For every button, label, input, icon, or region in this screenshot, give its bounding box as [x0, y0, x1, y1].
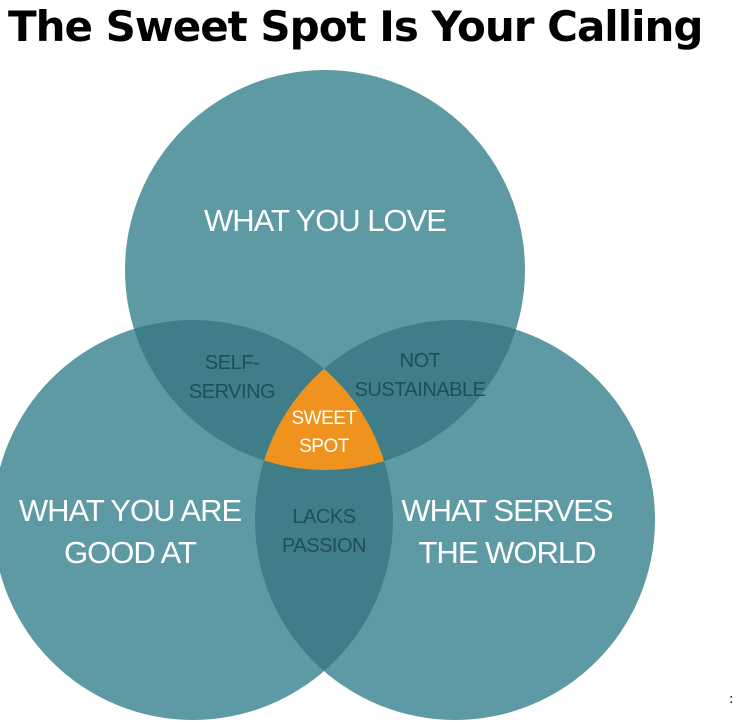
label-self-serving-line2: SERVING	[189, 381, 275, 403]
label-not-sustainable-line1: NOT	[400, 350, 441, 372]
diagram-title: The Sweet Spot Is Your Calling	[8, 2, 703, 51]
label-lacks-passion-line1: LACKS	[292, 506, 355, 528]
label-what-serves-the-world-line2: THE WORLD	[419, 535, 596, 570]
label-not-sustainable-line2: SUSTAINABLE	[355, 379, 486, 401]
label-self-serving-line1: SELF-	[205, 352, 259, 374]
label-sweet-spot-line2: SPOT	[299, 436, 350, 457]
label-what-serves-the-world-line1: WHAT SERVES	[401, 493, 613, 528]
label-sweet-spot-line1: SWEET	[291, 408, 357, 429]
overlap-sweet-spot	[255, 320, 393, 470]
label-what-you-are-good-at-line1: WHAT YOU ARE	[19, 493, 242, 528]
label-what-you-are-good-at-line2: GOOD AT	[64, 535, 197, 570]
stray-mark: :	[729, 692, 734, 707]
label-lacks-passion-line2: PASSION	[282, 535, 366, 557]
label-what-you-love: WHAT YOU LOVE	[204, 203, 446, 238]
